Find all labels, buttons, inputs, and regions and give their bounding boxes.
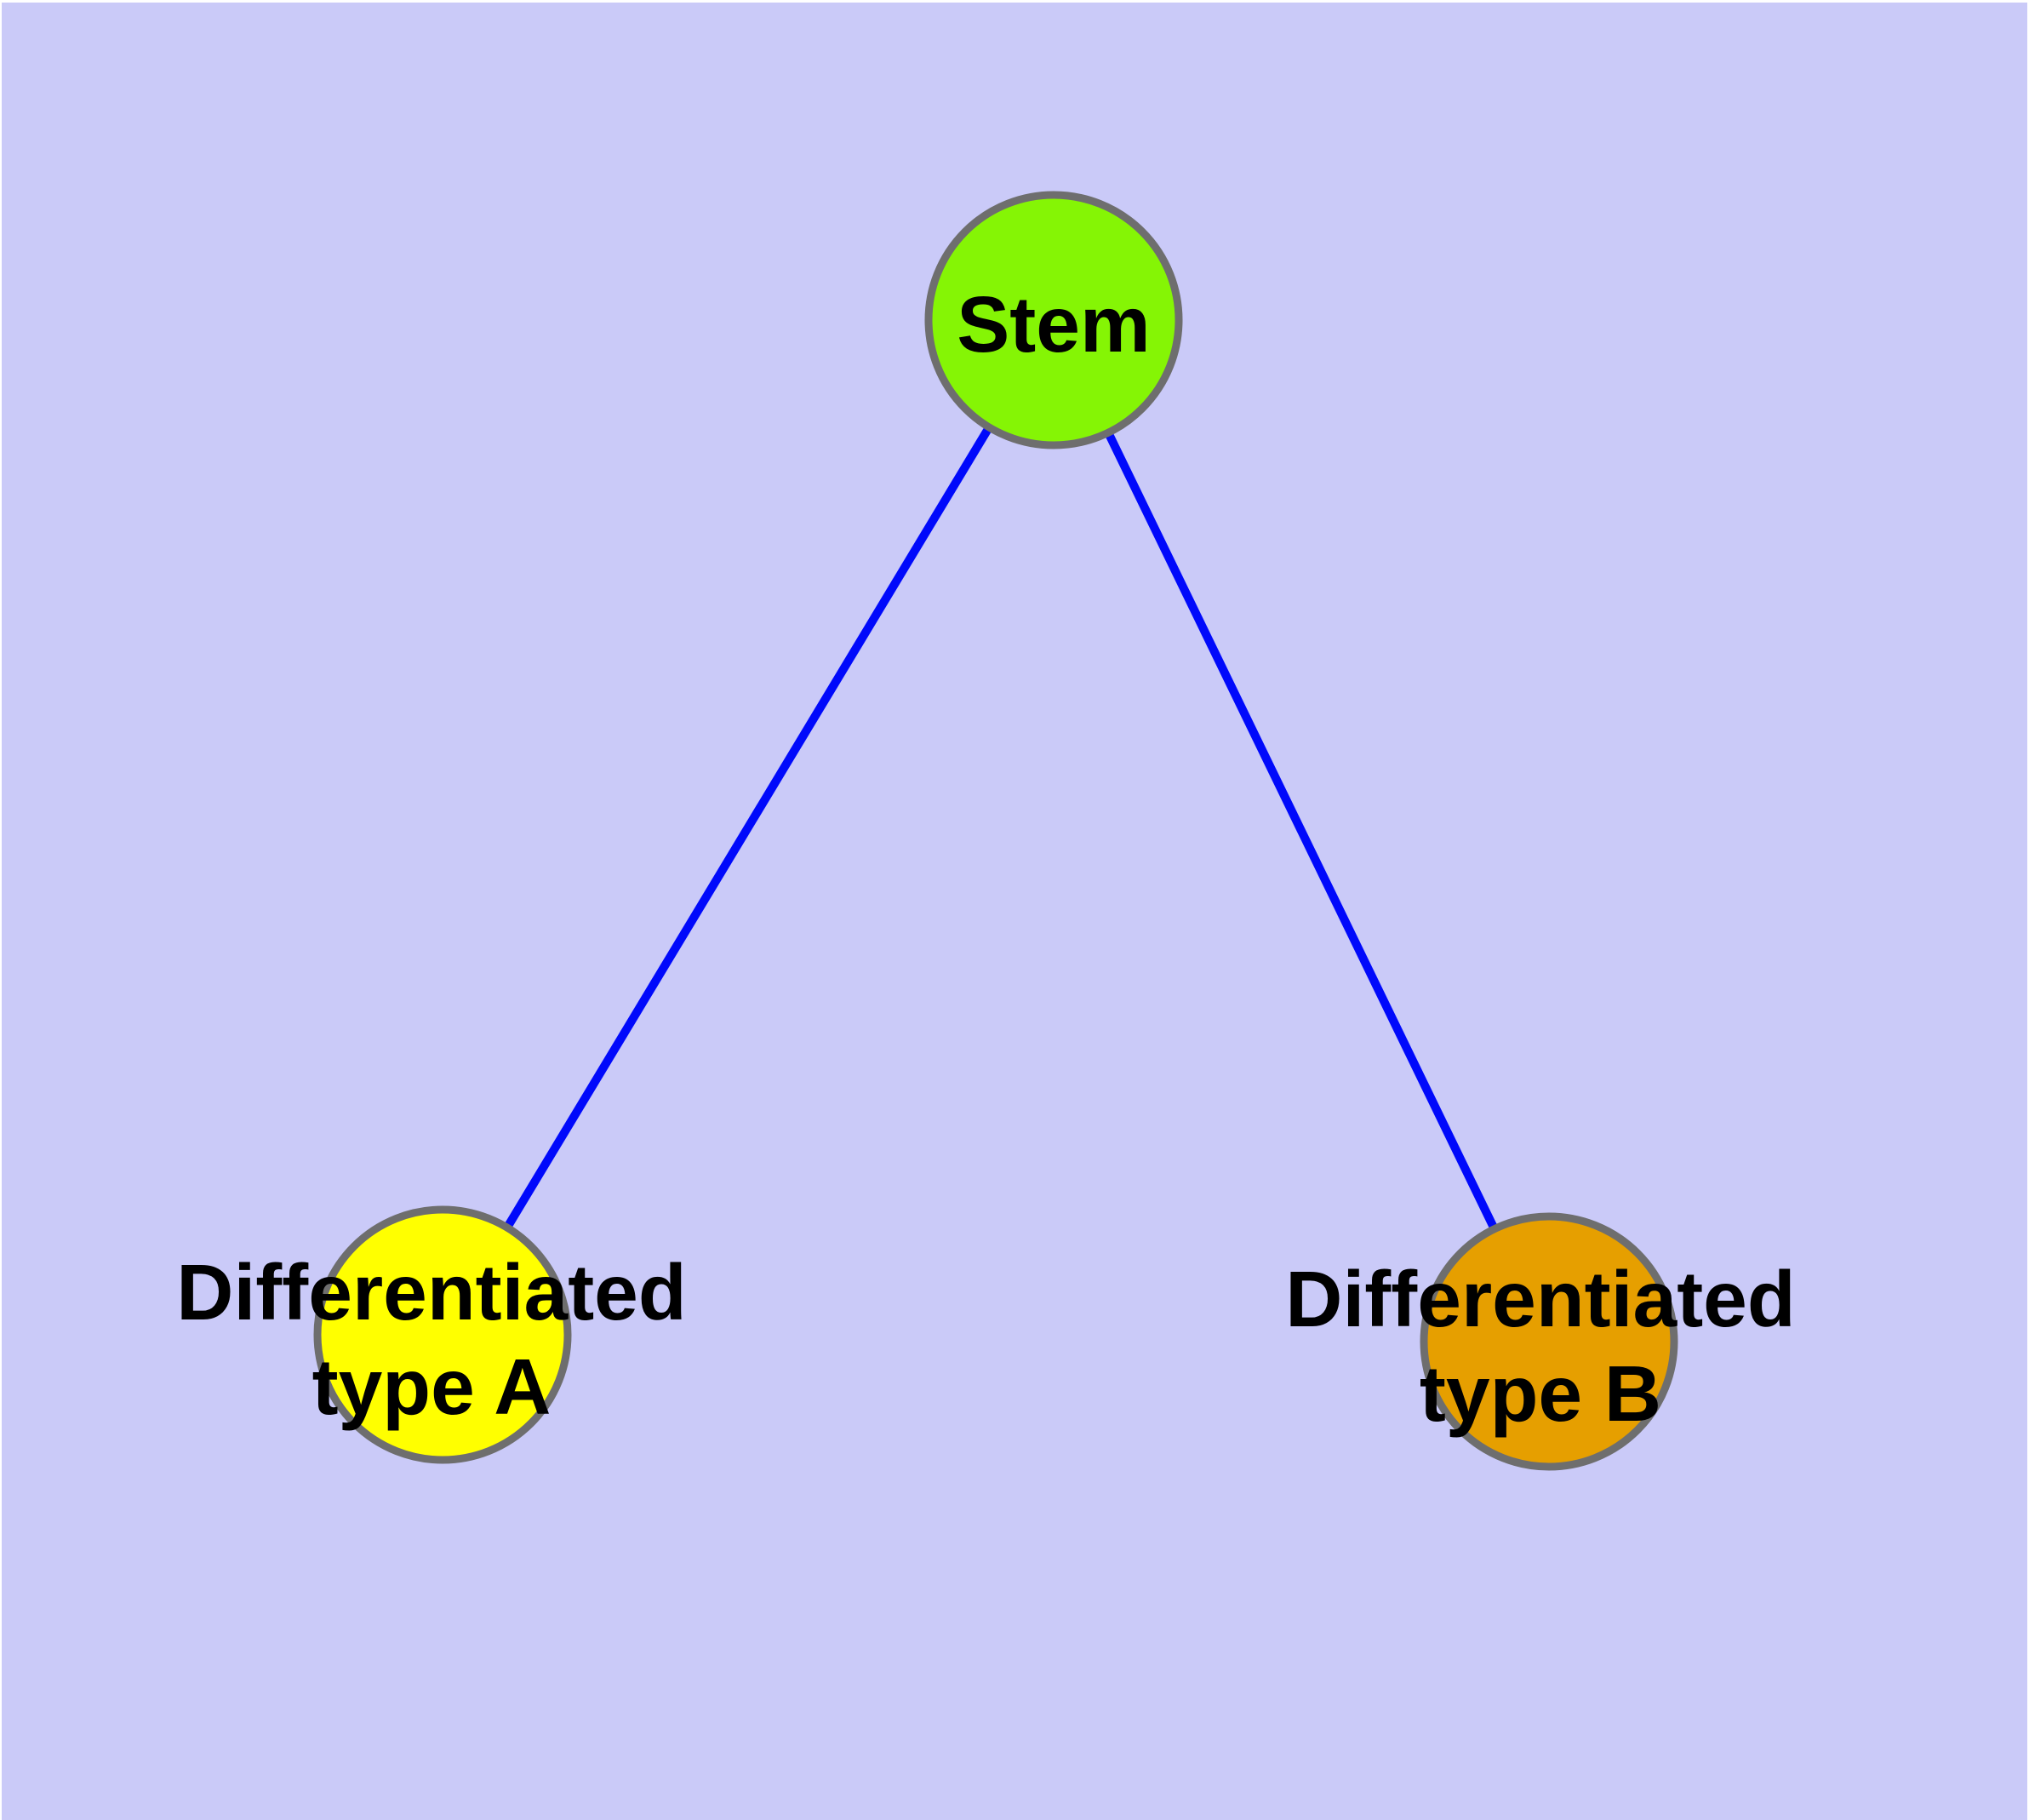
node-type-a-label-line1: Differentiated: [176, 1248, 686, 1336]
node-stem-label: Stem: [957, 280, 1150, 369]
node-type-a-label-line2: type A: [312, 1342, 552, 1431]
edge-stem-to-type-a: [438, 318, 1058, 1337]
node-differentiated-type-b: [1420, 1212, 1678, 1471]
node-stem: [924, 191, 1183, 449]
node-type-b-label-line2: type B: [1420, 1349, 1661, 1438]
node-type-b-label-line1: Differentiated: [1285, 1255, 1795, 1343]
edge-stem-to-type-b: [1049, 318, 1553, 1344]
graph-canvas: Stem Differentiated type A Differentiate…: [2, 3, 2027, 1820]
node-differentiated-type-a: [313, 1205, 572, 1464]
diagram-background: Stem Differentiated type A Differentiate…: [2, 3, 2027, 1820]
